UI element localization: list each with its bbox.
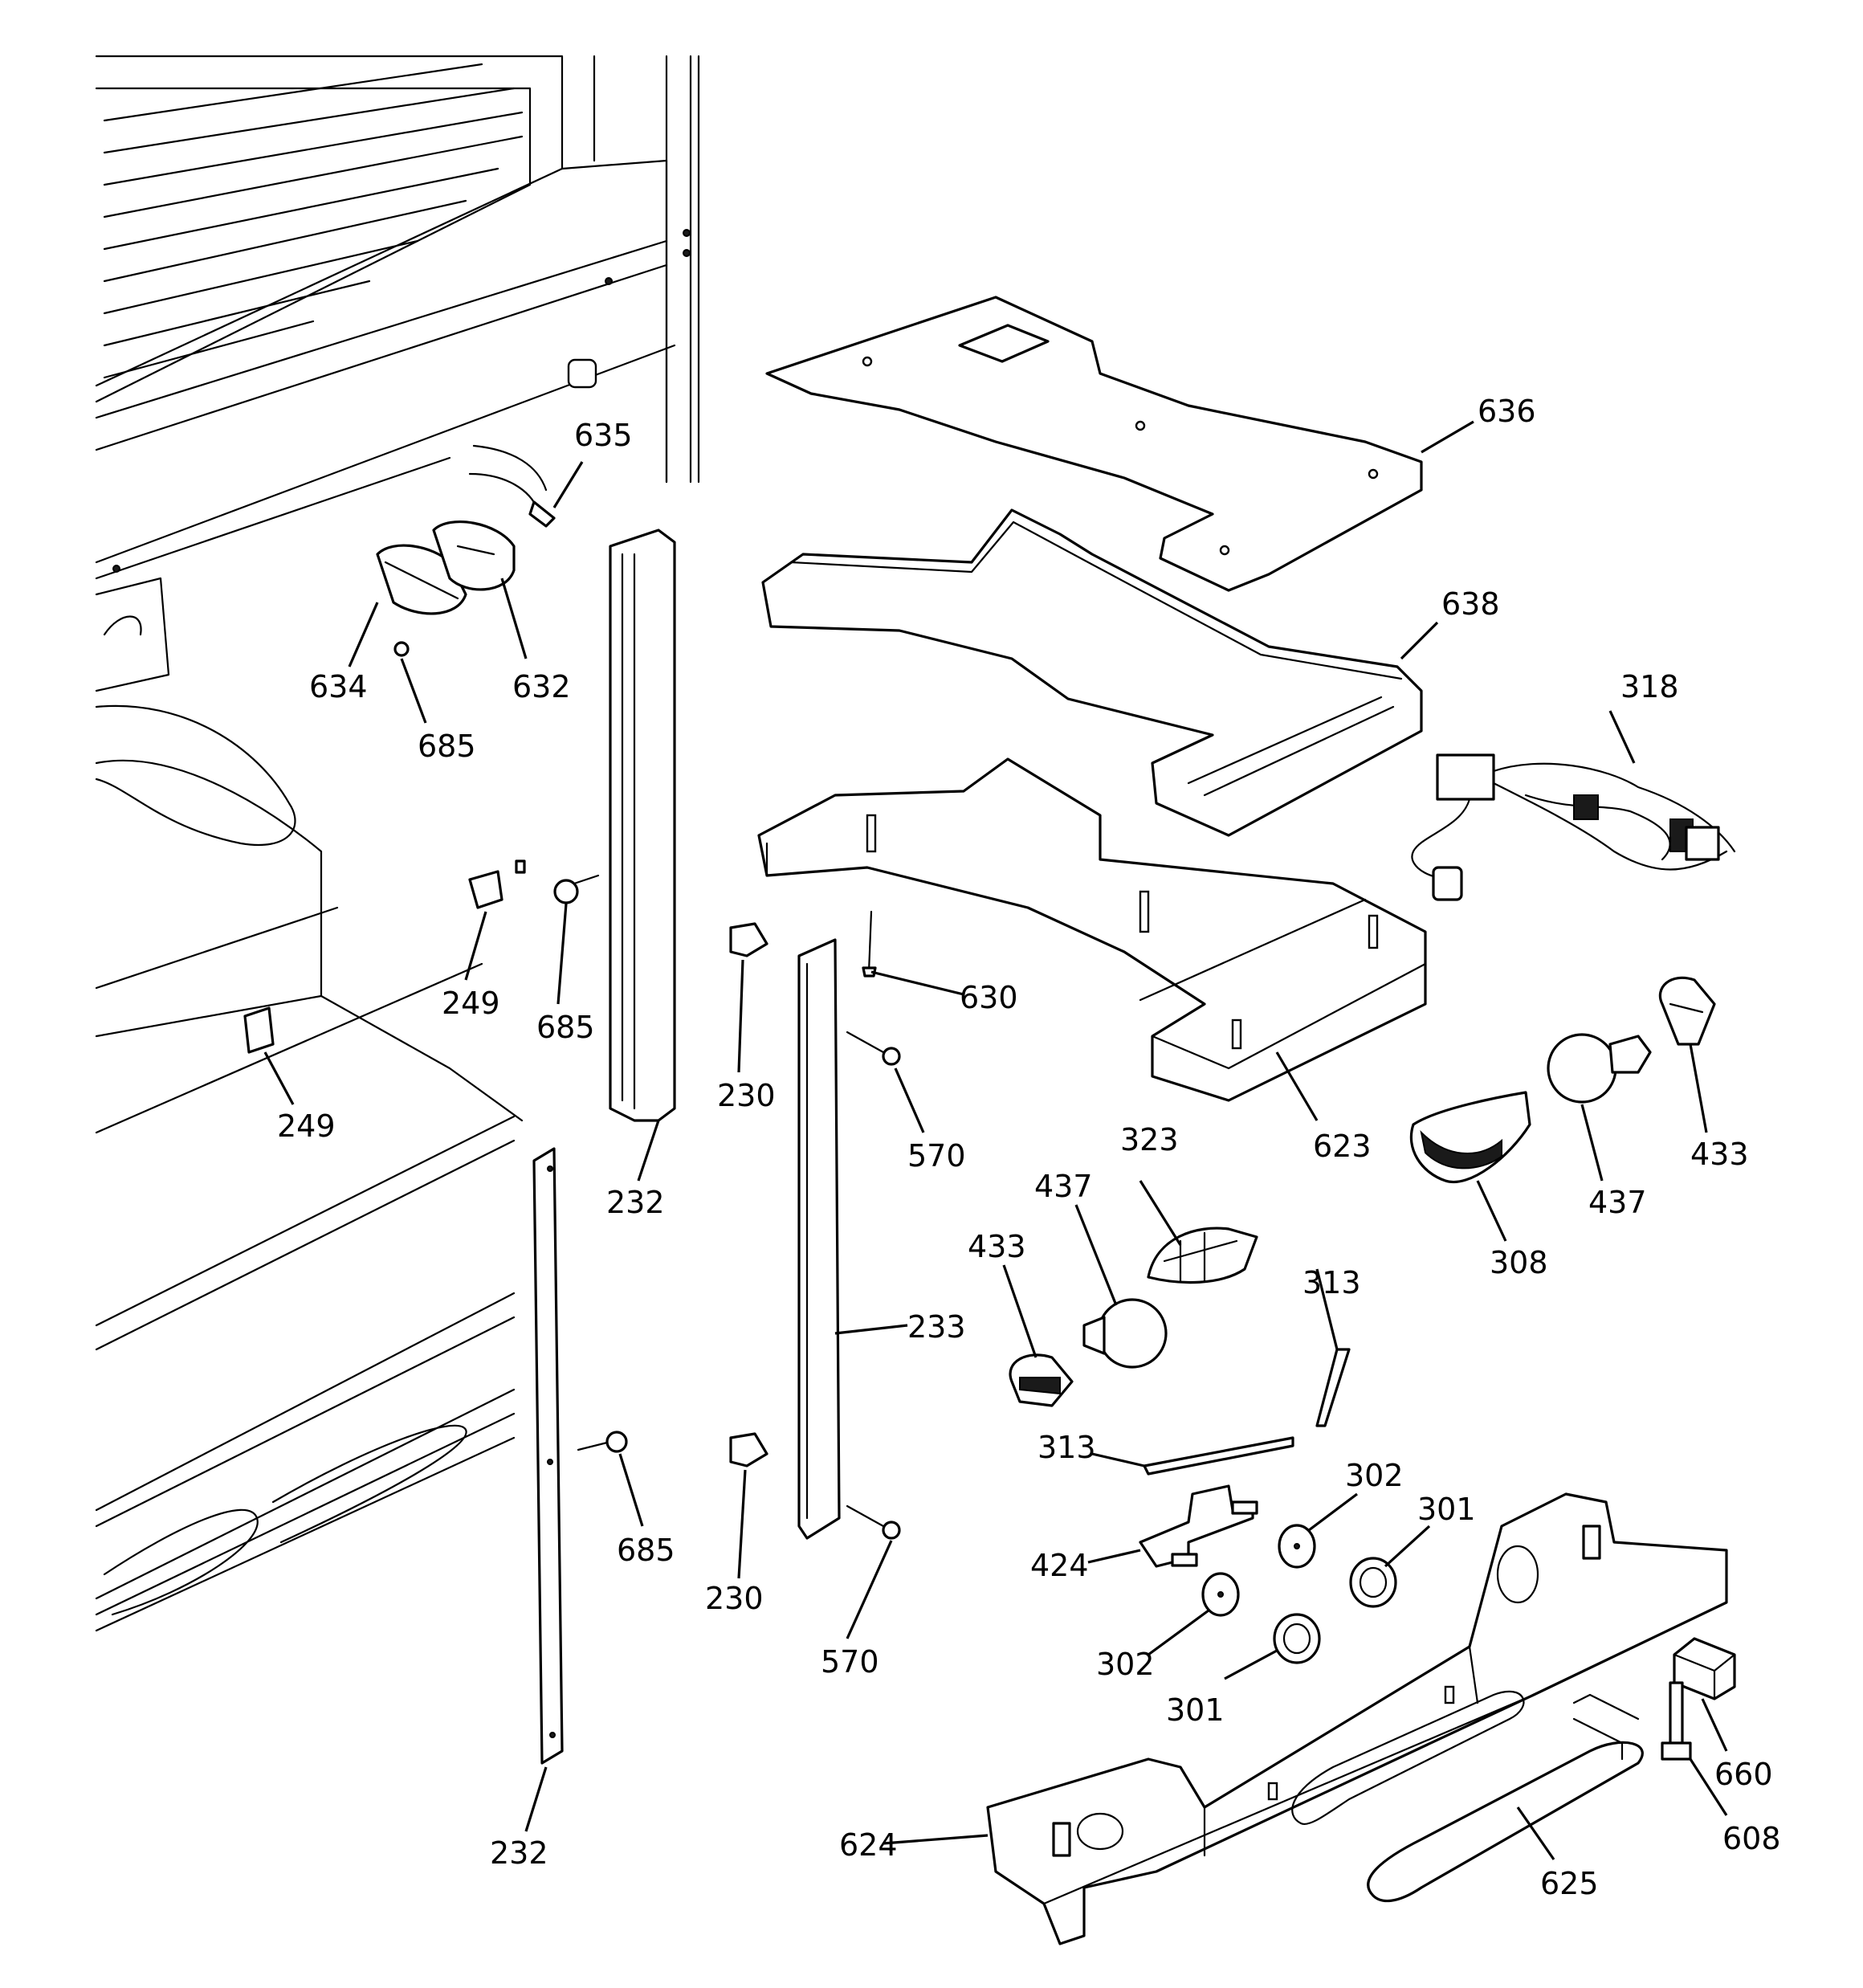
callout-labels: 636 635 638 634 632 685 318 249 685 630 … [277, 394, 1781, 1901]
part-437-bulb-right [1547, 1033, 1652, 1104]
part-230-clip-upper [729, 922, 768, 957]
callout-318: 318 [1620, 669, 1679, 704]
callout-433: 433 [1690, 1137, 1749, 1172]
part-685-screw-lower [577, 1431, 628, 1453]
part-302-washer-lower [1201, 1572, 1240, 1617]
part-313-wire-clip-horizontal [1143, 1436, 1294, 1476]
callout-608: 608 [1722, 1821, 1781, 1856]
callout-630: 630 [960, 980, 1018, 1015]
part-636-cover-plate [765, 296, 1423, 592]
callout-685: 685 [418, 729, 476, 764]
part-230-clip-lower [729, 1432, 768, 1468]
part-570-screw-lower [846, 1504, 901, 1540]
part-624-control-housing [986, 1492, 1728, 1945]
callout-230: 230 [705, 1581, 764, 1616]
part-433-socket-right [1658, 976, 1716, 1046]
part-232-rail-upper [609, 529, 676, 1122]
callout-308: 308 [1490, 1245, 1548, 1280]
callout-635: 635 [574, 418, 633, 453]
part-638-insulation [761, 508, 1423, 837]
callout-634: 634 [309, 669, 368, 704]
callout-685: 685 [617, 1533, 675, 1568]
part-685-screw-middle [553, 874, 600, 904]
callout-323: 323 [1120, 1122, 1179, 1157]
callout-302: 302 [1096, 1647, 1155, 1682]
part-323-lens-left [1147, 1227, 1258, 1284]
callout-638: 638 [1441, 586, 1500, 622]
part-308-lens-right [1409, 1091, 1531, 1184]
part-660-relay [1673, 1637, 1736, 1700]
callout-313: 313 [1037, 1430, 1096, 1465]
callout-623: 623 [1313, 1129, 1372, 1164]
part-630-screw [862, 910, 877, 978]
part-424-switch [1139, 1484, 1258, 1568]
callout-301: 301 [1166, 1692, 1225, 1728]
part-437-bulb-left [1082, 1298, 1168, 1369]
callout-302: 302 [1345, 1458, 1404, 1493]
callout-636: 636 [1478, 394, 1536, 429]
part-625-light-shield [1367, 1693, 1644, 1903]
callout-685: 685 [536, 1010, 595, 1045]
callout-230: 230 [717, 1078, 776, 1113]
part-233-rail-lower [797, 938, 841, 1540]
part-313-wire-clip-vertical [1315, 1348, 1351, 1427]
callout-301: 301 [1417, 1492, 1476, 1527]
part-232-rail-standalone [532, 1147, 564, 1765]
callout-233: 233 [907, 1309, 966, 1345]
callout-570: 570 [821, 1644, 879, 1680]
callout-232: 232 [606, 1185, 665, 1220]
part-433-socket-left [1009, 1353, 1074, 1407]
part-635-thermistor [468, 444, 556, 528]
part-249-bracket-lower [243, 1006, 275, 1054]
part-318-wire-harness [1411, 753, 1736, 901]
callout-313: 313 [1302, 1265, 1361, 1300]
leader-lines [263, 420, 1728, 1860]
callout-437: 437 [1588, 1185, 1647, 1220]
part-249-bracket-upper [468, 859, 526, 909]
part-570-screw-upper [846, 1031, 901, 1066]
callout-570: 570 [907, 1138, 966, 1174]
callout-232: 232 [490, 1835, 548, 1871]
callout-437: 437 [1034, 1169, 1093, 1204]
callout-660: 660 [1714, 1757, 1773, 1792]
callout-249: 249 [442, 986, 500, 1021]
part-301-knob-upper [1349, 1557, 1397, 1608]
part-632-light-socket-cover [432, 520, 516, 591]
callout-625: 625 [1540, 1866, 1599, 1901]
callout-624: 624 [839, 1827, 898, 1863]
callout-433: 433 [968, 1229, 1026, 1264]
part-608-bolt [1661, 1681, 1692, 1761]
callout-632: 632 [512, 669, 571, 704]
part-685-screw-upper [393, 641, 410, 657]
callout-424: 424 [1030, 1548, 1089, 1583]
callout-249: 249 [277, 1108, 336, 1144]
part-302-washer-upper [1278, 1524, 1316, 1569]
refrigerator-cabinet [95, 55, 700, 1632]
part-623-light-housing [757, 757, 1427, 1102]
part-301-knob-lower [1273, 1613, 1321, 1664]
